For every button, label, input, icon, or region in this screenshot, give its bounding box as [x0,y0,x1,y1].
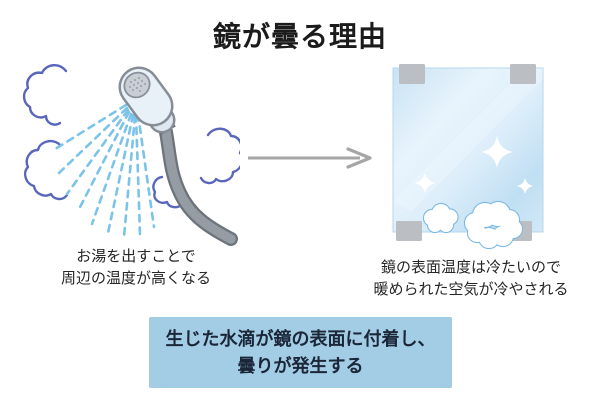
arrow-right-icon [245,146,373,170]
water-spray-icon [50,103,156,239]
conclusion-box: 生じた水滴が鏡の表面に付着し、 曇りが発生する [149,317,452,388]
shower-head-icon [22,64,240,246]
shower-caption: お湯を出すことで 周辺の温度が高くなる [16,246,256,290]
conclusion-line2: 曇りが発生する [237,355,364,376]
mirror-icon [392,64,544,250]
fog-cloud-icon [422,200,524,250]
mirror-glass [392,67,544,233]
shower-scene [10,55,240,250]
steam-cloud-icon [22,64,240,209]
sparkle-icon [414,136,533,194]
mirror-caption-line1: 鏡の表面温度は冷たいので [380,259,561,276]
shower-face-plate [123,71,151,99]
mirror-caption: 鏡の表面温度は冷たいので 暖められた空気が冷やされる [340,257,600,301]
mirror-caption-line2: 暖められた空気が冷やされる [373,281,569,298]
shower-caption-line1: お湯を出すことで [76,248,196,265]
mirror-scene [385,55,560,250]
page-title: 鏡が曇る理由 [212,21,387,52]
conclusion-line1: 生じた水滴が鏡の表面に付着し、 [165,328,436,349]
shower-caption-line2: 周辺の温度が高くなる [60,270,211,287]
shower-hose [158,120,238,246]
mirror-sheen [393,68,543,212]
